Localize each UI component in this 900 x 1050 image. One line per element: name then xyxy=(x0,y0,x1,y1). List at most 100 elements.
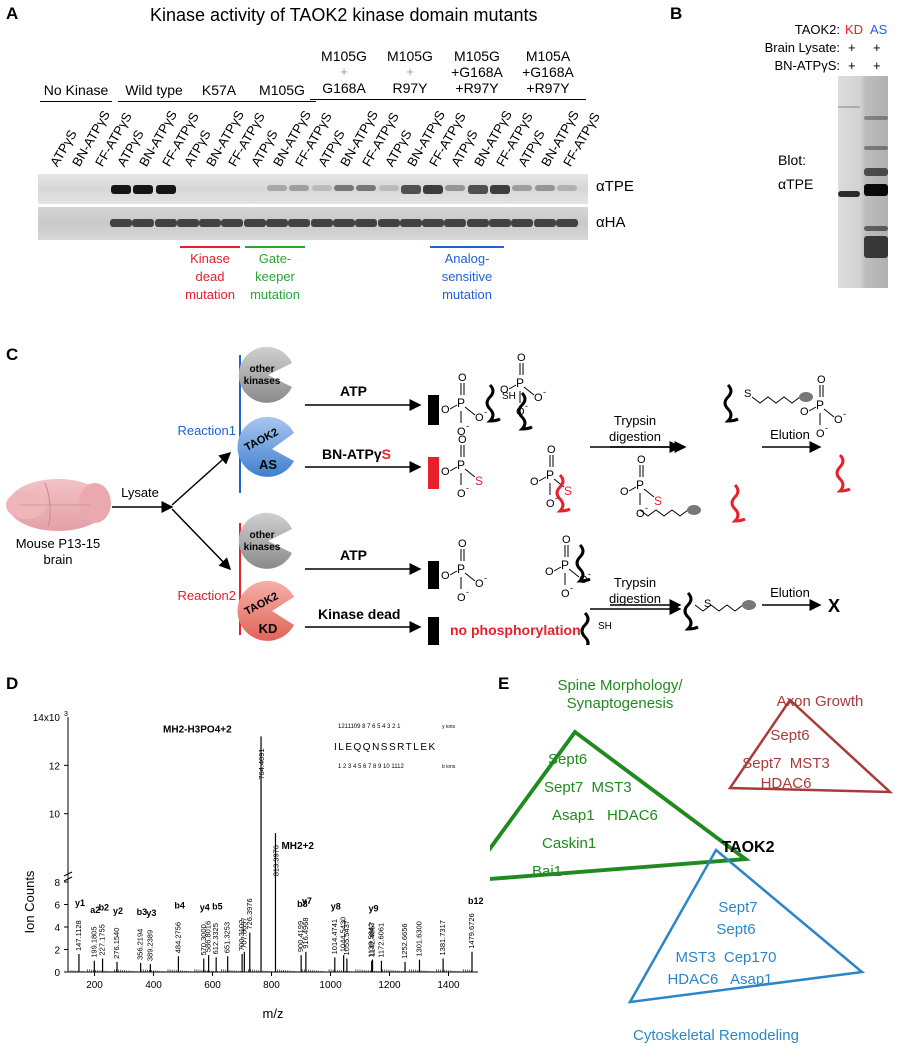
annotation-line: dead xyxy=(195,269,225,284)
bead-icon xyxy=(742,600,756,610)
panelb-band xyxy=(838,191,860,197)
x-tick-label: 1200 xyxy=(378,980,401,991)
tpe-band xyxy=(490,185,510,194)
group-wild-type: Wild type xyxy=(118,82,190,102)
peptide-squiggle xyxy=(517,391,533,431)
panelb-as: AS xyxy=(870,22,888,37)
peak-mz-label: 651.3253 xyxy=(223,922,232,953)
ha-band xyxy=(511,219,534,227)
mouse-label-line2: brain xyxy=(44,552,73,567)
y-ion-numbers: 1211109 8 7 6 5 4 3 2 1 xyxy=(338,724,401,730)
group-label-line: +R97Y xyxy=(526,80,570,96)
bond xyxy=(508,384,517,390)
ha-band xyxy=(332,219,355,227)
panel-b: B TAOK2: KD AS Brain Lysate: + + BN-ATPγ… xyxy=(640,0,900,310)
y-multiplier: 14x10 xyxy=(33,713,61,724)
panel-c: C Mouse P13-15 xyxy=(0,345,900,645)
atom-label: O xyxy=(457,426,466,438)
panel-e-letter: E xyxy=(498,674,510,693)
y-tick-label: 10 xyxy=(49,810,61,821)
cyto-title: Cytoskeletal Remodeling xyxy=(633,1027,799,1044)
panelb-row1: TAOK2: xyxy=(795,22,840,37)
taok2-row-label: TAOK2: xyxy=(794,22,840,37)
bond xyxy=(449,404,458,410)
reaction2-label: Reaction2 xyxy=(177,588,236,603)
atom-label: O xyxy=(534,392,543,404)
bond xyxy=(464,572,476,582)
atom-label: - xyxy=(645,503,648,513)
substrate-block xyxy=(428,395,439,425)
atom-label: - xyxy=(570,583,573,593)
atom-label: - xyxy=(484,573,487,583)
peptide-sequence: ILEQQNSSRTLEK xyxy=(334,742,437,753)
axis-break xyxy=(63,876,73,882)
group-label-line: +R97Y xyxy=(455,80,499,96)
cyto-item: Sept7 xyxy=(718,899,757,916)
ion-annotation: b8 xyxy=(297,899,308,909)
kinase-dead-label: Kinase dead xyxy=(318,606,400,622)
ion-annotation: y7 xyxy=(302,896,312,906)
group-underline xyxy=(118,101,190,102)
ha-band xyxy=(466,219,489,227)
panel-a-title: Kinase activity of TAOK2 kinase domain m… xyxy=(150,5,538,25)
brain-icon xyxy=(6,479,111,531)
atom-label: O xyxy=(620,486,629,498)
ha-band xyxy=(243,219,266,227)
group-label-line: M105G xyxy=(387,48,433,64)
atom-label: P xyxy=(561,558,569,572)
panelb-band xyxy=(838,106,860,108)
panelb-kd: KD xyxy=(845,22,864,37)
panelb-band xyxy=(864,146,888,150)
thio-label: S xyxy=(744,388,751,400)
x-mark: X xyxy=(828,596,840,616)
x-tick-label: 800 xyxy=(263,980,280,991)
atom-label: O xyxy=(458,434,467,446)
group-label-line: G168A xyxy=(322,80,366,96)
atom-label: O xyxy=(441,404,450,416)
trypsin-label-1a: Trypsin xyxy=(614,413,656,428)
ion-annotation: y4 xyxy=(200,903,210,913)
atom-label: - xyxy=(588,569,591,579)
panel-a-letter: A xyxy=(6,4,19,23)
annotation-bar xyxy=(180,246,240,248)
y-tick-label: 8 xyxy=(54,878,60,889)
group-label-line: M105G xyxy=(321,48,367,64)
ion-annotation: b2 xyxy=(99,903,110,913)
atom-label: - xyxy=(543,387,546,397)
capture-linker xyxy=(639,509,689,517)
panelb-row2-plus1: + xyxy=(848,40,856,55)
svg-text:KD: KD xyxy=(259,621,278,636)
peak-mz-label: 707.8657 xyxy=(239,917,248,948)
bead-icon xyxy=(799,392,813,402)
spine-title-1: Spine Morphology/ xyxy=(557,677,683,694)
group-label-line: + xyxy=(340,64,348,79)
tpe-band xyxy=(445,185,466,191)
axon-item: Sept6 xyxy=(770,727,809,744)
panelb-band xyxy=(864,168,888,176)
peak-mz-label: 764.4091 xyxy=(257,748,266,779)
panel-d-letter: D xyxy=(6,674,19,693)
annotation-bar xyxy=(430,246,504,248)
group-label: Wild type xyxy=(125,82,183,98)
panel-a: A Kinase activity of TAOK2 kinase domain… xyxy=(0,0,770,310)
blot-bands xyxy=(0,0,600,250)
x-tick-label: 1400 xyxy=(437,980,460,991)
other-kinases-icon-2: other kinases xyxy=(238,512,292,569)
atom-label: P xyxy=(457,562,465,576)
group-label-line: M105G xyxy=(454,48,500,64)
y-multiplier-exp: 3 xyxy=(64,711,68,718)
atom-label: P xyxy=(516,376,524,390)
tpe-band xyxy=(378,185,399,191)
thio-sulfur: S xyxy=(654,494,662,508)
annotation-bar xyxy=(245,246,305,248)
x-tick-label: 1000 xyxy=(319,980,342,991)
tpe-band xyxy=(356,185,377,191)
peak-mz-label: 147.1128 xyxy=(74,920,83,951)
atom-label: P xyxy=(457,458,465,472)
peak-mz-label: 900.4199 xyxy=(296,921,305,952)
panelb-row3-plus1: + xyxy=(848,58,856,73)
peak-mz-label: 1172.6061 xyxy=(376,923,385,958)
ion-annotation: y9 xyxy=(369,904,379,914)
